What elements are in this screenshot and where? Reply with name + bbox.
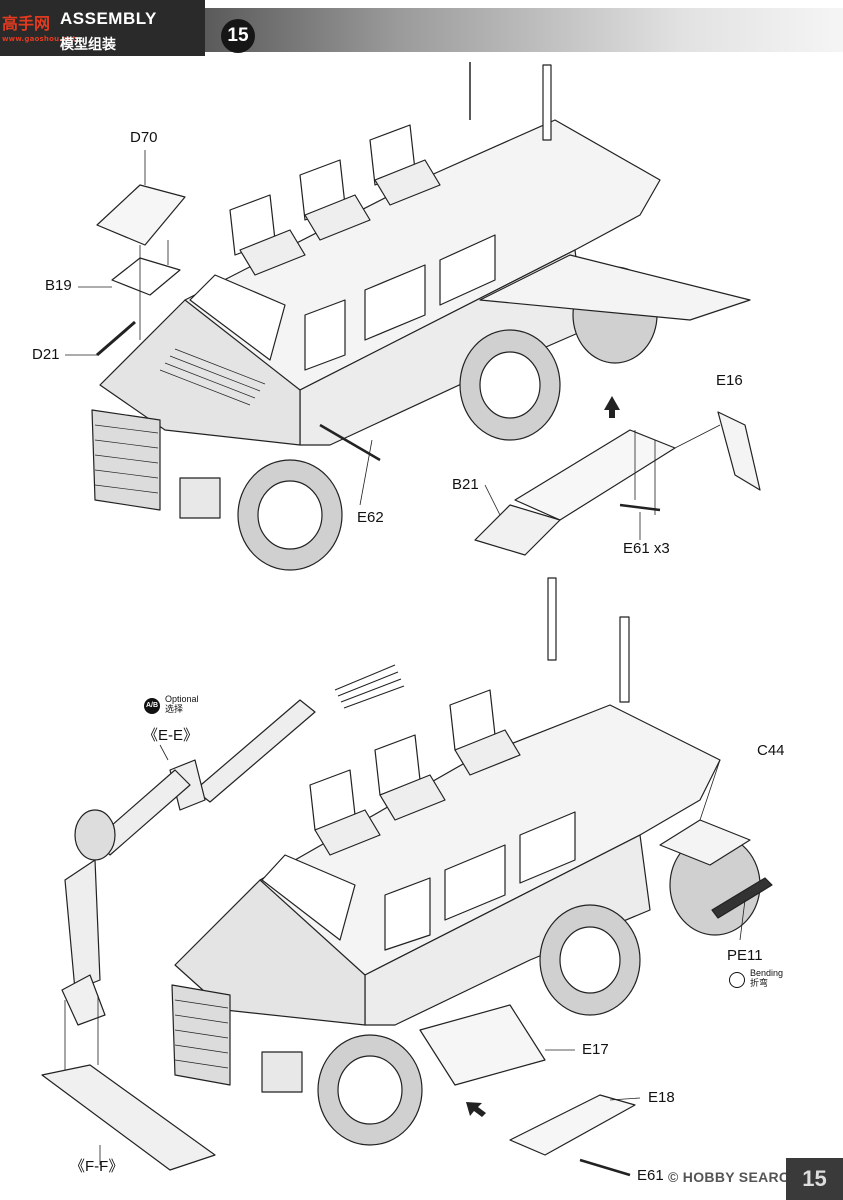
part-e62: [319, 423, 381, 462]
label-d70: D70: [130, 129, 158, 146]
front-grille-bottom: [171, 984, 231, 1086]
part-e16: [717, 411, 761, 491]
bending-cn: 折弯: [750, 978, 769, 988]
label-e17: E17: [582, 1041, 609, 1058]
optional-ab-icon: A/B: [144, 698, 160, 714]
site-logo: 高手网 www.gaoshou.net: [2, 10, 76, 43]
part-ff-bar: [41, 1064, 216, 1171]
label-e18: E18: [648, 1089, 675, 1106]
leader-lines-bottom: [64, 744, 746, 1165]
part-e17: [419, 1004, 546, 1086]
side-windows-bottom: [384, 811, 576, 951]
page-number: 15: [786, 1158, 843, 1200]
label-e61: E61: [637, 1167, 664, 1184]
wheels-bottom: [317, 834, 761, 1146]
part-d21: [96, 320, 136, 357]
part-b21-panel: [514, 429, 676, 521]
part-b19: [111, 257, 181, 296]
label-ff: 《F-F》: [70, 1158, 124, 1175]
header-gradient-bar: [205, 8, 843, 52]
label-pe11: PE11: [727, 947, 763, 964]
part-e18: [509, 1094, 636, 1156]
optional-cn: 选择: [165, 704, 184, 714]
part-b21-flap: [474, 504, 561, 556]
label-c44: C44: [757, 742, 785, 759]
windshield-bottom: [261, 854, 356, 941]
label-optional: Optional 选择: [165, 694, 199, 714]
logo-subtext: www.gaoshou.net: [2, 35, 76, 43]
watermark: © HOBBY SEARCH: [668, 1169, 800, 1185]
label-b21: B21: [452, 476, 479, 493]
bending-icon: [729, 972, 745, 988]
optional-en: Optional: [165, 694, 199, 704]
antenna-bottom-1: [547, 577, 557, 661]
bending-en: Bending: [750, 968, 784, 978]
side-windows: [304, 234, 496, 371]
label-ee: 《E-E》: [143, 727, 199, 744]
antenna-bottom-2: [619, 616, 630, 703]
roof-hatches-bottom: [309, 689, 521, 856]
rear-mudflap-top: [479, 254, 751, 321]
part-e61-rod: [619, 503, 661, 512]
mine-roller-arm: [61, 664, 405, 1026]
grille-slats: [94, 424, 159, 494]
front-storage-box-bottom: [261, 1051, 303, 1093]
front-grille: [91, 409, 161, 511]
label-e16: E16: [716, 372, 743, 389]
part-d70: [96, 184, 186, 246]
vehicle-top: [65, 62, 751, 571]
step-number-badge: 15: [221, 19, 255, 53]
front-storage-box: [179, 477, 221, 519]
logo-text: 高手网: [2, 14, 51, 33]
label-e62: E62: [357, 509, 384, 526]
label-b19: B19: [45, 277, 72, 294]
arrow-diag-icon: [466, 1102, 486, 1117]
windshield: [189, 274, 286, 361]
section-subtitle: 模型组装: [60, 37, 116, 53]
grille-slats-bottom: [174, 999, 229, 1069]
arrow-up-icon: [604, 396, 620, 418]
page-header: 高手网 www.gaoshou.net ASSEMBLY 模型组装 15: [0, 0, 843, 56]
leader-lines-b21: [484, 424, 721, 540]
hood-vents: [159, 348, 266, 406]
wheels-top: [237, 266, 658, 571]
leader-lines-top: [65, 150, 373, 506]
antenna-2: [542, 64, 552, 141]
label-bending: Bending 折弯: [750, 968, 783, 988]
part-c44: [659, 819, 751, 866]
part-pe11: [711, 877, 773, 919]
mudguard-assembly-top: [474, 396, 761, 556]
header-dark-bar: [0, 0, 205, 56]
vehicle-bottom: [41, 577, 773, 1177]
part-e61-bottom: [579, 1158, 631, 1177]
roof-hatches: [229, 124, 441, 276]
section-title: ASSEMBLY: [60, 9, 157, 28]
label-d21: D21: [32, 346, 60, 363]
label-e61-x3: E61 x3: [623, 540, 670, 557]
